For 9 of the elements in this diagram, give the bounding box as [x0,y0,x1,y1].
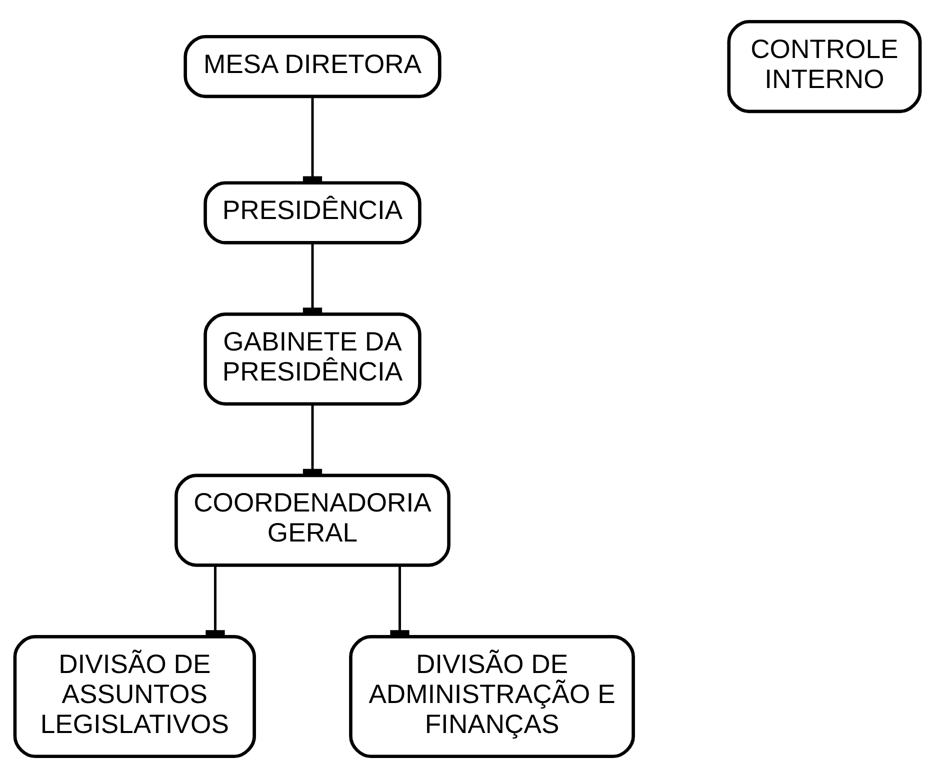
node-box: PRESIDÊNCIA [204,181,422,244]
connector [390,565,410,636]
connector [206,565,225,636]
node-box: MESA DIRETORA [184,34,442,98]
node-box: GABINETE DA PRESIDÊNCIA [204,312,422,406]
node-box: DIVISÃO DE ASSUNTOS LEGISLATIVOS [13,635,256,758]
node-box: CONTROLE INTERNO [727,20,922,114]
node-box: DIVISÃO DE ADMINISTRAÇÃO E FINANÇAS [349,635,635,758]
node-box: COORDENADORIA GERAL [174,474,450,567]
